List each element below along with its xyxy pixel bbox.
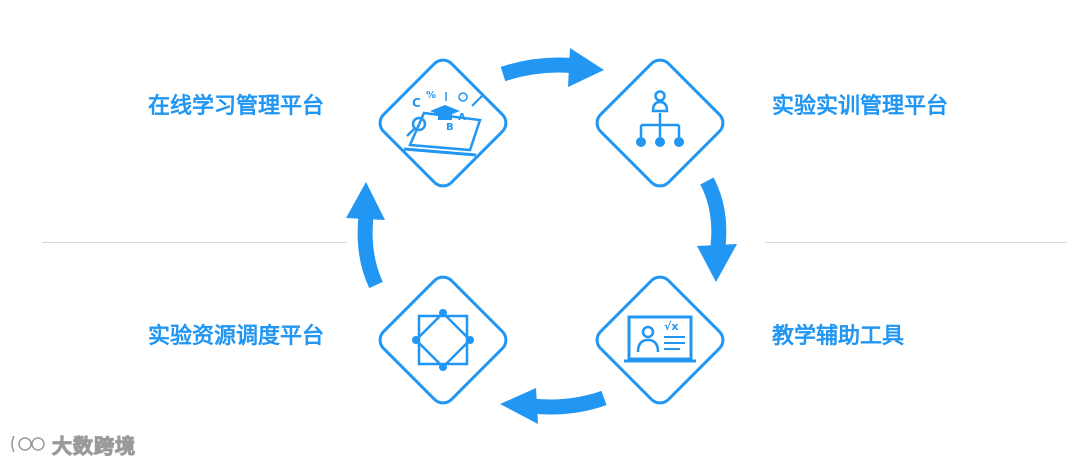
label-online-learning: 在线学习管理平台 bbox=[148, 94, 325, 119]
label-lab-training: 实验实训管理平台 bbox=[772, 94, 949, 119]
svg-text:B: B bbox=[446, 122, 454, 133]
network-nodes-icon bbox=[412, 309, 474, 371]
teacher-screen-icon: √x bbox=[624, 315, 696, 363]
arrow-top-icon bbox=[500, 48, 604, 87]
watermark-text: 大数跨境 bbox=[52, 433, 136, 458]
svg-text:C: C bbox=[412, 96, 421, 110]
right-divider-line bbox=[765, 242, 1067, 243]
org-hierarchy-icon bbox=[636, 90, 684, 147]
watermark: 大数跨境 bbox=[8, 427, 136, 461]
arrow-right-icon bbox=[697, 177, 737, 282]
diamond-online-learning: C B A % bbox=[378, 58, 508, 188]
online-learning-icon: C B A % bbox=[403, 90, 483, 157]
diamond-lab-training bbox=[595, 58, 725, 188]
arrow-left-icon bbox=[346, 182, 385, 289]
diamond-teaching-tools: √x bbox=[595, 275, 725, 405]
label-resource-scheduling: 实验资源调度平台 bbox=[148, 324, 325, 349]
svg-text:√x: √x bbox=[664, 320, 678, 333]
arrow-bottom-icon bbox=[500, 388, 607, 424]
svg-text:%: % bbox=[426, 90, 436, 101]
brand-logo-icon bbox=[11, 435, 45, 453]
svg-text:A: A bbox=[458, 112, 466, 123]
label-teaching-tools: 教学辅助工具 bbox=[772, 324, 905, 349]
diamond-resource-scheduling bbox=[378, 275, 508, 405]
left-divider-line bbox=[42, 242, 347, 243]
